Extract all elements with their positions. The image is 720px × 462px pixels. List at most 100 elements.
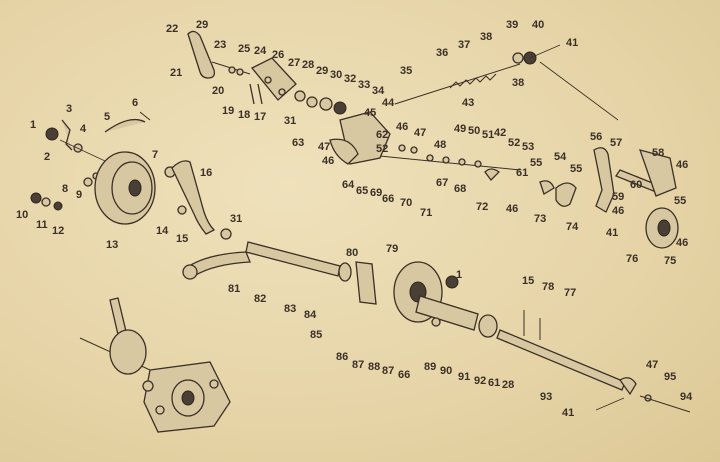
part-label: 41: [606, 227, 618, 239]
part-label: 81: [228, 283, 240, 295]
part-label: 40: [532, 19, 544, 31]
part-label: 93: [540, 391, 552, 403]
part-label: 82: [254, 293, 266, 305]
part-label: 41: [566, 37, 578, 49]
bracket-part: [355, 261, 377, 305]
part-label: 79: [386, 243, 398, 255]
shaft-part: [245, 241, 341, 277]
part-label: 61: [488, 377, 500, 389]
part-label: 80: [346, 247, 358, 259]
part-label: 39: [506, 19, 518, 31]
part-label: 53: [522, 141, 534, 153]
part-label: 65: [356, 185, 368, 197]
part-label: 5: [104, 111, 110, 123]
part-label: 27: [288, 57, 300, 69]
part-label: 64: [342, 179, 355, 191]
part-label: 29: [316, 65, 328, 77]
part-label: 30: [330, 69, 342, 81]
middle-linkage-group: [329, 111, 577, 207]
part-label: 38: [512, 77, 524, 89]
part-label: 31: [284, 115, 296, 127]
part-label: 66: [398, 369, 410, 381]
part-label: 60: [630, 179, 642, 191]
part-label: 37: [458, 39, 470, 51]
part-label: 18: [238, 109, 250, 121]
part-label: 66: [382, 193, 394, 205]
part-label: 32: [344, 73, 356, 85]
part-label: 42: [494, 127, 506, 139]
part-label: 47: [414, 127, 426, 139]
part-label: 9: [76, 189, 82, 201]
part-label: 46: [506, 203, 518, 215]
part-label: 26: [272, 49, 284, 61]
part-label: 29: [196, 19, 208, 31]
part-label: 7: [152, 149, 158, 161]
part-label: 94: [680, 391, 693, 403]
spring-wire-part: [104, 118, 146, 133]
part-label: 3: [66, 103, 72, 115]
part-label: 25: [238, 43, 250, 55]
part-label: 22: [166, 23, 178, 35]
part-label: 87: [382, 365, 394, 377]
part-label: 46: [676, 159, 688, 171]
part-label: 55: [570, 163, 582, 175]
part-label: 95: [664, 371, 676, 383]
part-label: 56: [590, 131, 602, 143]
part-label: 49: [454, 123, 466, 135]
part-labels: 1 2 3 4 5 6 7 8 9 10 11 12 13 14 15 16 1…: [16, 19, 693, 419]
part-label: 88: [368, 361, 380, 373]
part-label: 58: [652, 147, 664, 159]
bolt-head-part: [30, 192, 42, 204]
right-drum-part: [645, 207, 679, 249]
part-label: 83: [284, 303, 296, 315]
bolt-part: [249, 83, 263, 105]
part-label: 62: [376, 129, 388, 141]
drum-cover-part: [94, 151, 176, 225]
pin-part: [139, 111, 151, 121]
part-label: 45: [364, 107, 376, 119]
part-label: 41: [562, 407, 574, 419]
part-label: 47: [318, 141, 330, 153]
part-label: 46: [612, 205, 624, 217]
part-label: 76: [626, 253, 638, 265]
part-label: 84: [304, 309, 317, 321]
part-label: 55: [530, 157, 542, 169]
part-label: 15: [522, 275, 534, 287]
spring-rod-assembly: [394, 44, 619, 121]
part-label: 55: [674, 195, 686, 207]
part-label: 12: [52, 225, 64, 237]
part-label: 21: [170, 67, 182, 79]
part-label: 33: [358, 79, 370, 91]
part-label: 70: [400, 197, 412, 209]
part-label: 38: [480, 31, 492, 43]
part-label: 92: [474, 375, 486, 387]
part-label: 46: [322, 155, 334, 167]
part-label: 11: [36, 219, 48, 231]
part-label: 4: [80, 123, 87, 135]
lower-rod-assembly: [496, 310, 691, 413]
part-label: 34: [372, 85, 385, 97]
nut-part: [45, 127, 59, 141]
part-label: 63: [292, 137, 304, 149]
part-label: 14: [156, 225, 169, 237]
part-label: 71: [420, 207, 432, 219]
part-label: 28: [502, 379, 514, 391]
part-label: 90: [440, 365, 452, 377]
part-label: 68: [454, 183, 466, 195]
part-label: 17: [254, 111, 266, 123]
part-label: 44: [382, 97, 395, 109]
part-label: 47: [646, 359, 658, 371]
nut-part: [53, 201, 63, 211]
part-label: 46: [676, 237, 688, 249]
part-label: 46: [396, 121, 408, 133]
washer-part: [41, 197, 51, 207]
part-label: 77: [564, 287, 576, 299]
assembled-view-illustration: [79, 297, 231, 433]
part-label: 35: [400, 65, 412, 77]
part-label: 28: [302, 59, 314, 71]
part-label: 43: [462, 97, 474, 109]
part-label: 69: [370, 187, 382, 199]
part-label: 85: [310, 329, 322, 341]
